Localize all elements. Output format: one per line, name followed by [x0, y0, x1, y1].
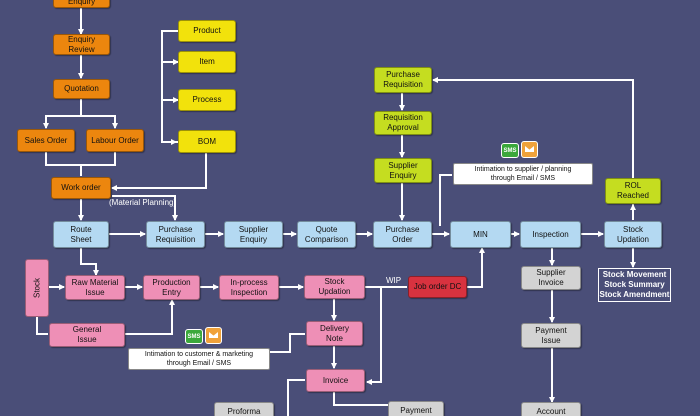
supplier-enquiry-node: Supplier Enquiry	[224, 221, 283, 248]
stock-reports-box: Stock Movement Stock Summary Stock Amend…	[598, 268, 671, 302]
quotation-node: Quotation	[53, 79, 110, 99]
labour-order-node: Labour Order	[86, 129, 144, 152]
purchase-requisition-top-node: Purchase Requisition	[374, 67, 432, 93]
min-node: MIN	[450, 221, 511, 248]
enquiry-node: Enquiry	[53, 0, 110, 8]
purchase-order-node: Purchase Order	[373, 221, 432, 248]
account-node: Account	[521, 402, 581, 416]
mail-icon	[205, 327, 222, 344]
bom-node: BOM	[178, 130, 236, 153]
purchase-requisition-node: Purchase Requisition	[146, 221, 205, 248]
requisition-approval-node: Requisition Approval	[374, 111, 432, 135]
supplier-enquiry-top-node: Supplier Enquiry	[374, 158, 432, 183]
product-node: Product	[178, 20, 236, 42]
sms-icon: SMS	[501, 143, 519, 158]
production-entry-node: Production Entry	[143, 275, 200, 300]
inspection-node: Inspection	[520, 221, 581, 248]
enquiry-review-node: Enquiry Review	[53, 34, 110, 55]
inprocess-inspection-node: In-process Inspection	[219, 275, 279, 300]
wip-label: WIP	[386, 276, 402, 285]
sms-icon: SMS	[185, 329, 203, 344]
rol-reached-node: ROL Reached	[605, 178, 661, 204]
customer-intimation-note: Intimation to customer & marketing throu…	[128, 348, 270, 370]
stock-label: Stock	[32, 277, 42, 299]
quote-comparison-node: Quote Comparison	[297, 221, 356, 248]
proforma-node: Proforma	[214, 402, 274, 416]
payment-issue-node: Payment Issue	[521, 323, 581, 348]
material-planning-label: (Material Planning)	[109, 198, 177, 207]
raw-material-issue-node: Raw Material Issue	[65, 275, 125, 300]
stock-updation-node: Stock Updation	[304, 275, 365, 299]
delivery-note-node: Delivery Note	[306, 321, 363, 346]
process-node: Process	[178, 89, 236, 111]
invoice-node: Invoice	[306, 369, 365, 392]
stock-node: Stock	[25, 259, 49, 317]
supplier-intimation-note: Intimation to supplier / planning throug…	[453, 163, 593, 185]
mail-icon	[521, 141, 538, 158]
sales-order-node: Sales Order	[17, 129, 75, 152]
work-order-node: Work order	[51, 177, 111, 199]
item-node: Item	[178, 51, 236, 73]
route-sheet-node: Route Sheet	[53, 221, 109, 248]
stock-updation-top-node: Stock Updation	[604, 221, 662, 248]
supplier-invoice-node: Supplier Invoice	[521, 266, 581, 290]
job-order-dc-node: Job order DC	[408, 276, 467, 298]
general-issue-node: General Issue	[49, 323, 125, 347]
payment-node: Payment	[388, 401, 444, 416]
